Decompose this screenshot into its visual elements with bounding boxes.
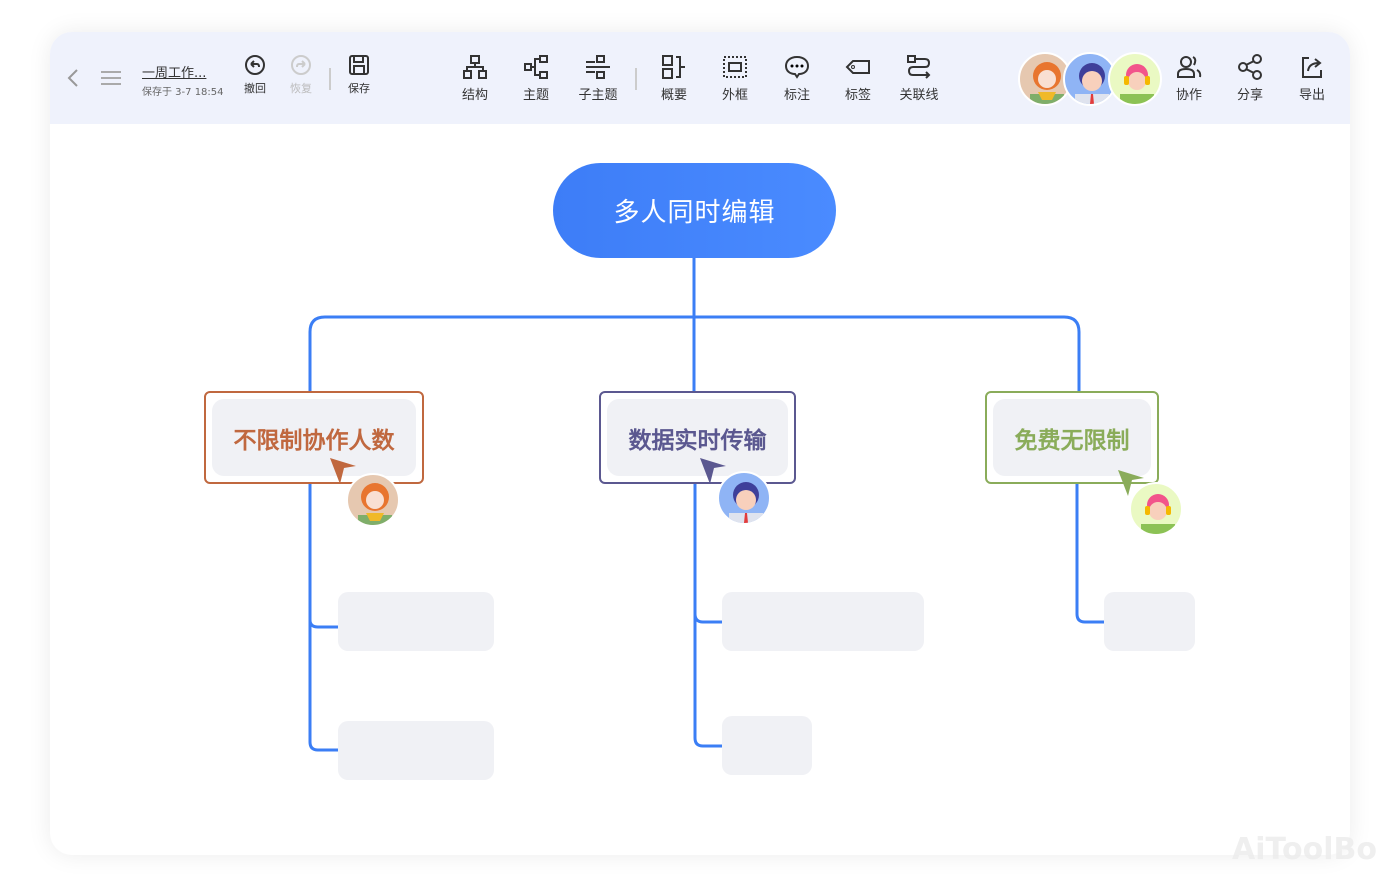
summary-icon: [662, 55, 685, 79]
subtopic-placeholder[interactable]: [1104, 592, 1195, 651]
structure-icon: [463, 55, 487, 79]
tool-tag[interactable]: 标签: [828, 54, 888, 103]
collaborator-avatar[interactable]: [1018, 52, 1072, 106]
watermark: AiToolBo: [1232, 832, 1377, 867]
topic-unlimited-collaborators[interactable]: 不限制协作人数: [204, 391, 424, 484]
export-icon: [1302, 57, 1322, 78]
boundary-icon: [723, 56, 747, 78]
redo-icon: [291, 55, 311, 75]
collaborator-cursor-avatar: [1129, 482, 1183, 536]
tool-label: 标注: [783, 88, 810, 103]
topic-free-unlimited[interactable]: 免费无限制: [985, 391, 1159, 484]
save-icon: [349, 55, 369, 75]
tool-label: 结构: [461, 88, 488, 103]
subtopic-placeholder[interactable]: [338, 721, 494, 780]
collaborator-avatar[interactable]: [1108, 52, 1162, 106]
undo-button[interactable]: 撤回: [225, 54, 285, 96]
cursor-icon: [700, 458, 726, 484]
topic-realtime-sync[interactable]: 数据实时传输: [599, 391, 796, 484]
collaborator-avatar[interactable]: [1063, 52, 1117, 106]
tool-topic[interactable]: 主题: [506, 54, 566, 103]
save-button[interactable]: 保存: [329, 54, 389, 96]
tool-summary[interactable]: 概要: [644, 54, 704, 103]
divider: [635, 68, 637, 90]
collaborator-cursor-avatar: [346, 473, 400, 527]
save-label: 保存: [348, 82, 370, 95]
export-label: 导出: [1298, 88, 1325, 103]
subtopic-placeholder[interactable]: [338, 592, 494, 651]
export-button[interactable]: 导出: [1282, 54, 1342, 103]
tool-label: 概要: [660, 88, 687, 103]
back-icon[interactable]: [66, 68, 80, 88]
tool-label: 子主题: [578, 88, 618, 103]
tool-label: 外框: [721, 88, 748, 103]
toolbar: 一周工作... 保存于 3-7 18:54 撤回 恢复 保存 结构 主题 子主题…: [50, 32, 1350, 124]
redo-button[interactable]: 恢复: [271, 54, 331, 96]
tool-label: 关联线: [899, 88, 939, 103]
topic-icon: [524, 55, 548, 79]
tool-subtopic[interactable]: 子主题: [568, 54, 628, 103]
callout-icon: [784, 55, 810, 79]
tool-relationship[interactable]: 关联线: [889, 54, 949, 103]
tool-boundary[interactable]: 外框: [705, 54, 765, 103]
document-title[interactable]: 一周工作...: [142, 66, 207, 81]
tool-label: 主题: [522, 88, 549, 103]
relationship-icon: [907, 55, 931, 79]
undo-label: 撤回: [244, 82, 266, 95]
tool-label: 标签: [844, 88, 871, 103]
share-icon: [1238, 54, 1262, 80]
menu-icon[interactable]: [100, 70, 122, 86]
tool-callout[interactable]: 标注: [767, 54, 827, 103]
subtopic-placeholder[interactable]: [722, 592, 924, 651]
subtopic-icon: [586, 55, 610, 79]
subtopic-placeholder[interactable]: [722, 716, 812, 775]
tag-icon: [845, 60, 870, 74]
root-topic[interactable]: 多人同时编辑: [553, 163, 836, 258]
cursor-icon: [330, 458, 356, 484]
collaborator-cursor-avatar: [717, 471, 771, 525]
topic-label: 不限制协作人数: [212, 399, 416, 476]
tool-structure[interactable]: 结构: [445, 54, 505, 103]
share-label: 分享: [1236, 88, 1263, 103]
divider: [329, 68, 331, 90]
topic-label: 数据实时传输: [607, 399, 788, 476]
collaborate-button[interactable]: 协作: [1159, 54, 1219, 103]
app-window: 一周工作... 保存于 3-7 18:54 撤回 恢复 保存 结构 主题 子主题…: [50, 32, 1350, 855]
cursor-icon: [1118, 470, 1144, 496]
connector-lines: [308, 258, 1104, 752]
users-icon: [1177, 56, 1202, 78]
collaborate-label: 协作: [1175, 88, 1202, 103]
topic-label: 免费无限制: [993, 399, 1151, 476]
share-button[interactable]: 分享: [1220, 54, 1280, 103]
save-status: 保存于 3-7 18:54: [142, 87, 224, 98]
redo-label: 恢复: [290, 82, 312, 95]
undo-icon: [245, 55, 265, 75]
